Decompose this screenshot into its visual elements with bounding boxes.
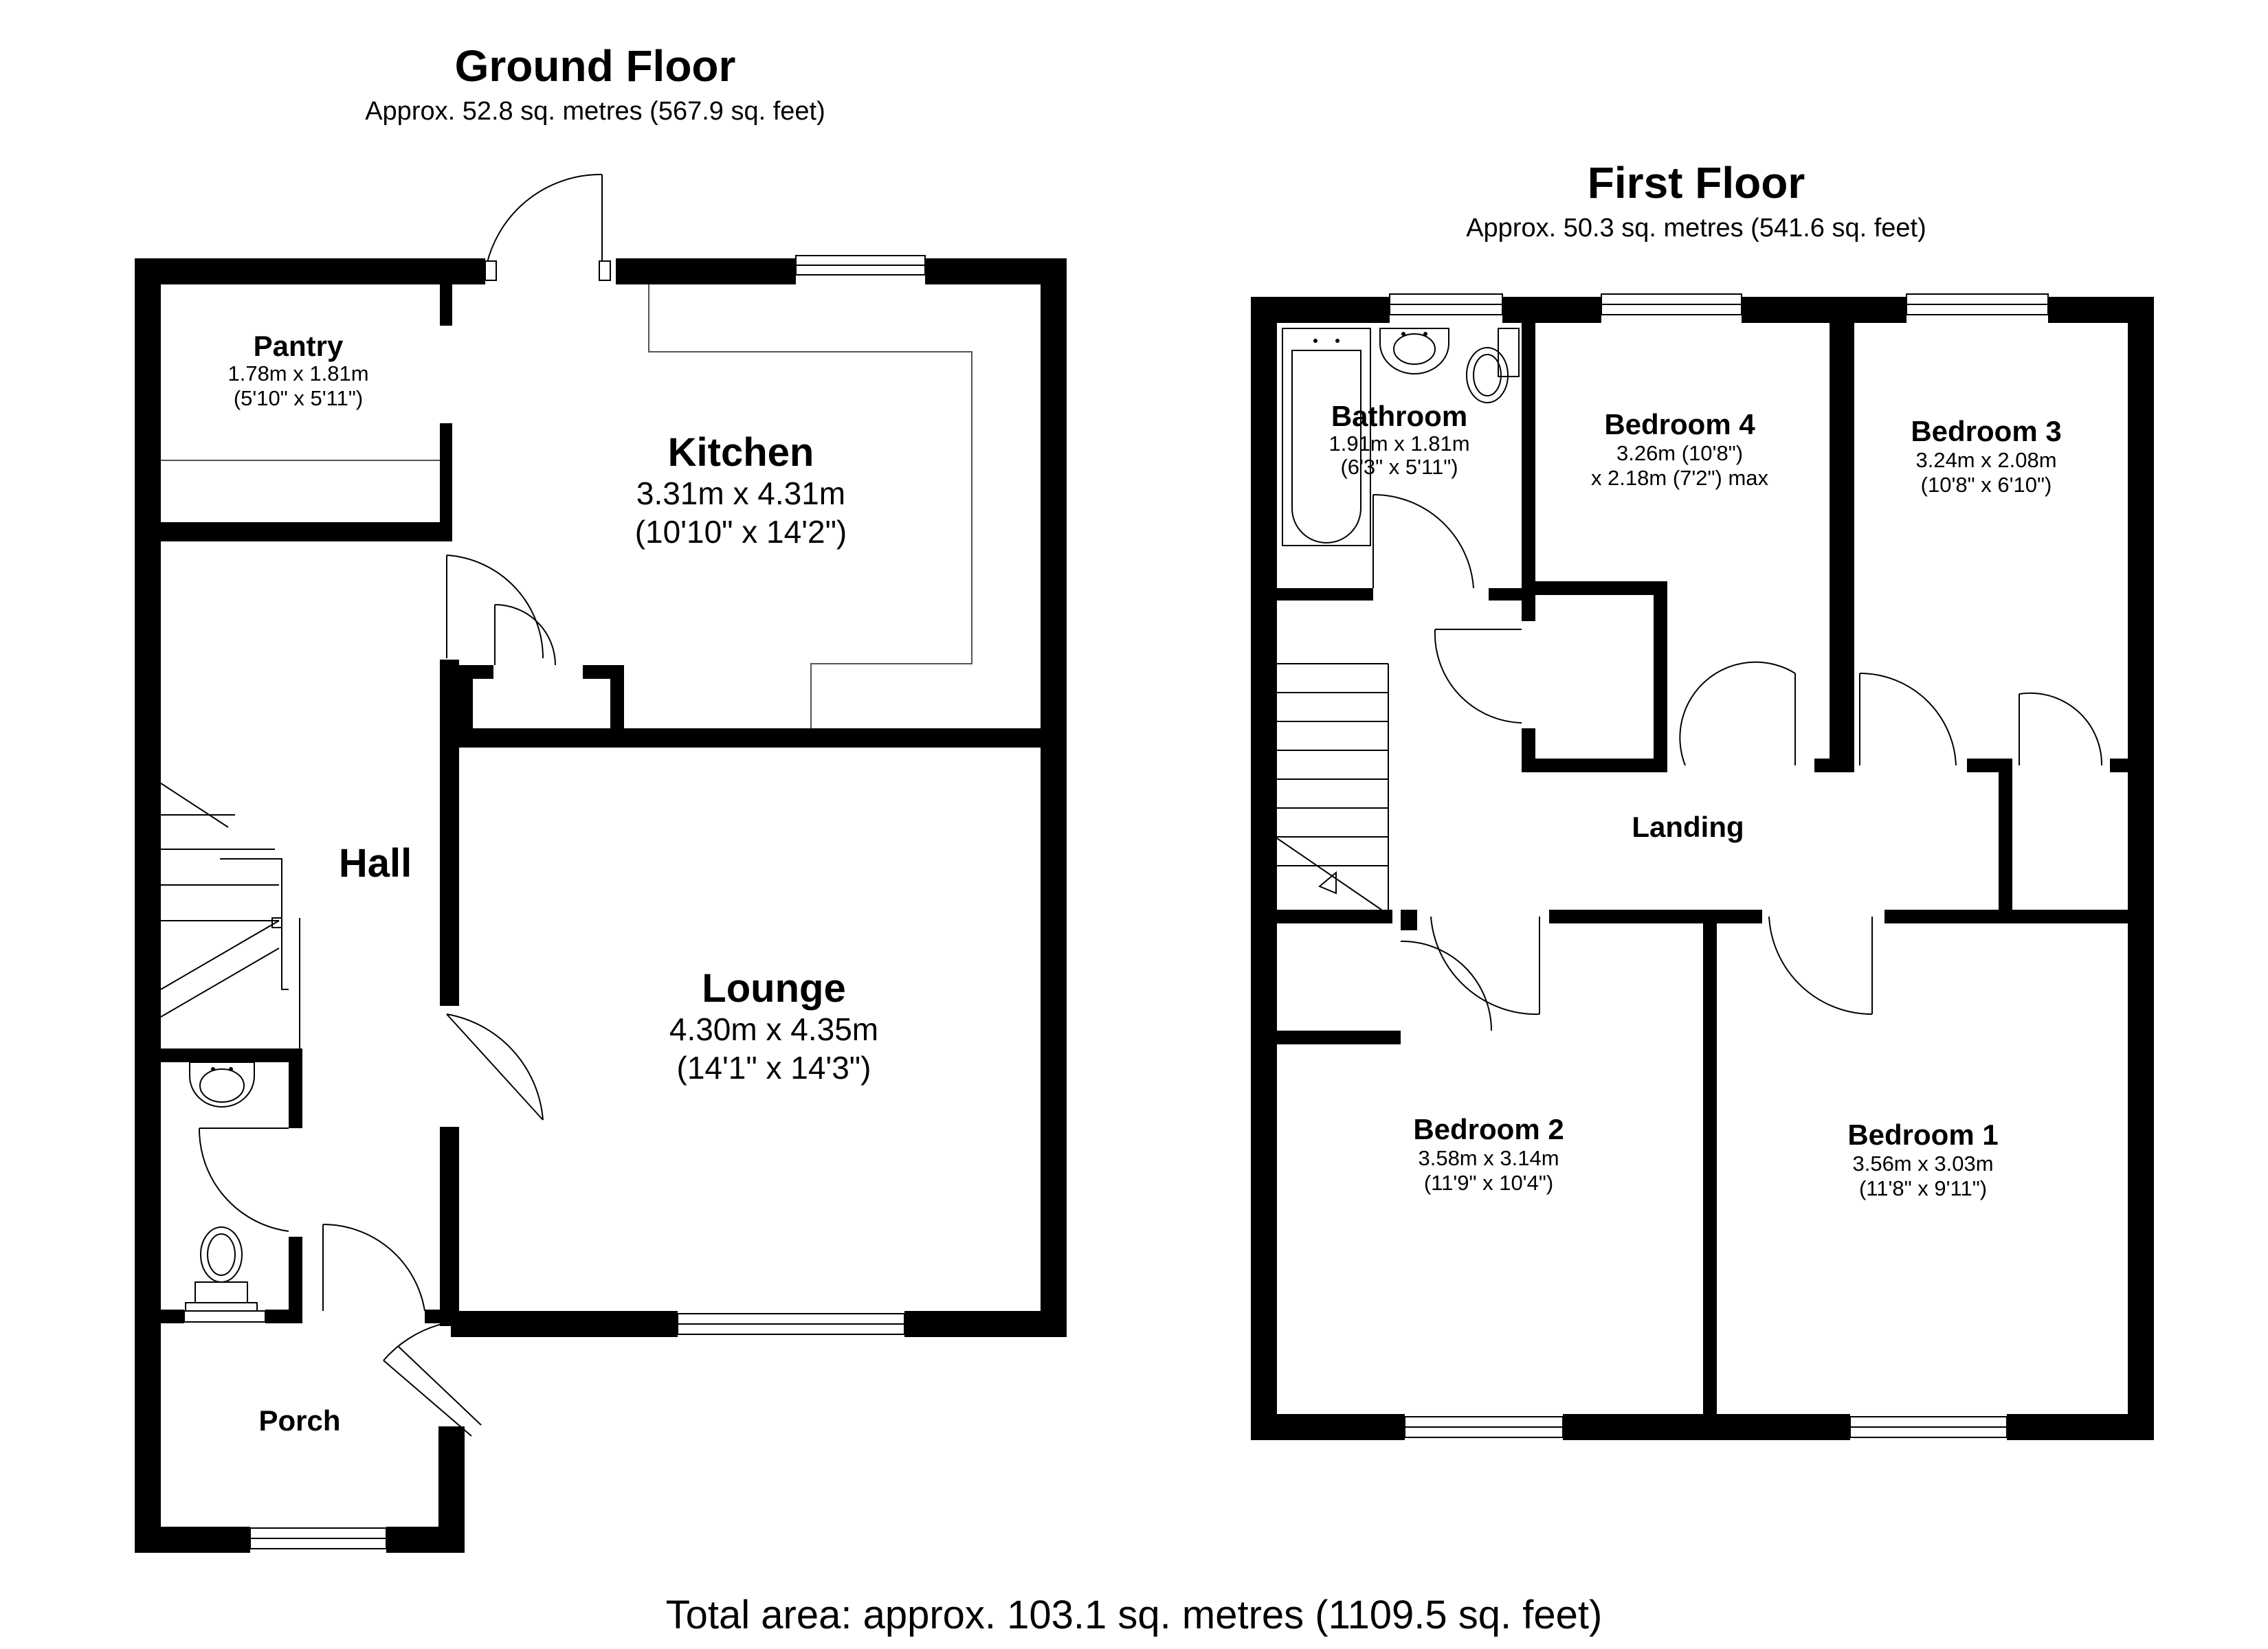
bedroom2-label: Bedroom 2	[1413, 1113, 1564, 1145]
ff-wall-cupboard-left2	[1522, 728, 1535, 772]
bedroom2-dim-m: 3.58m x 3.14m	[1418, 1146, 1559, 1170]
landing-label: Landing	[1632, 811, 1744, 843]
gf-wall-wc-right1	[289, 1048, 302, 1128]
bathroom-label: Bathroom	[1331, 400, 1467, 432]
gf-title: Ground Floor	[455, 41, 736, 91]
ff-wall-bed3-left	[1843, 323, 1854, 772]
gf-wall-top-right	[616, 258, 796, 284]
gf-wall-porch-right	[438, 1426, 465, 1553]
bathroom-dim-m: 1.91m x 1.81m	[1328, 431, 1469, 456]
ff-wall-cupboard-left	[1522, 595, 1535, 621]
ff-wall-top2	[1502, 297, 1601, 323]
gf-wall-hall-right1	[440, 660, 459, 1006]
gf-kitchen-worktop	[648, 284, 972, 728]
ff-wall-bed4-right	[1830, 323, 1843, 772]
gf-wall-bottom-right	[904, 1311, 1067, 1337]
pantry-dim-ft: (5'10" x 5'11")	[234, 386, 363, 410]
lounge-label: Lounge	[702, 966, 845, 1011]
gf-wall-pantry-right-top	[440, 284, 452, 326]
bedroom4-label: Bedroom 4	[1604, 408, 1755, 440]
gf-wall-top-left	[135, 258, 485, 284]
bedroom3-dim-ft: (10'8" x 6'10")	[1921, 473, 2052, 497]
ff-wall-bed4-notch-top	[1522, 581, 1667, 595]
gf-area: Approx. 52.8 sq. metres (567.9 sq. feet)	[365, 97, 825, 126]
kitchen-dim-m: 3.31m x 4.31m	[636, 475, 845, 511]
gf-wc-toilet	[185, 1226, 258, 1312]
lounge-dim-ft: (14'1" x 14'3")	[677, 1050, 871, 1086]
ff-wall-bed4-left	[1522, 323, 1535, 612]
bedroom4-dim-m: 3.26m (10'8")	[1616, 441, 1743, 465]
ff-wall-store-bottom	[1277, 1031, 1401, 1044]
gf-back-door-swing	[485, 173, 603, 273]
ff-wall-left	[1251, 297, 1277, 1440]
ff-wall-landing-bottom1	[1277, 910, 1392, 923]
bedroom1-dim-m: 3.56m x 3.03m	[1852, 1152, 1993, 1176]
bedroom2-dim-ft: (11'9" x 10'4")	[1424, 1171, 1553, 1195]
bedroom4-dim-ft: x 2.18m (7'2") max	[1591, 466, 1769, 490]
gf-wall-pantry-bottom	[161, 522, 445, 541]
ff-wall-bottom1	[1251, 1414, 1405, 1440]
pantry-label: Pantry	[254, 330, 344, 362]
gf-wall-bottom-left	[135, 1527, 250, 1553]
ff-wall-bed-divider	[1703, 910, 1717, 1414]
bedroom1-label: Bedroom 1	[1847, 1119, 1998, 1151]
gf-wall-left	[135, 258, 161, 1551]
gf-wall-pantry-right	[440, 423, 452, 541]
gf-wall-cupboard-right	[610, 665, 624, 734]
bedroom1-dim-ft: (11'8" x 9'11")	[1859, 1176, 1987, 1200]
kitchen-dim-ft: (10'10" x 14'2")	[635, 514, 847, 550]
ff-toilet	[1466, 328, 1520, 403]
ff-wall-top3	[1742, 297, 1906, 323]
ff-stairs	[1276, 663, 1389, 910]
gf-stairs	[160, 783, 300, 1048]
ff-basin	[1379, 328, 1449, 374]
gf-wc-basin	[189, 1062, 255, 1108]
bedroom3-label: Bedroom 3	[1911, 415, 2061, 447]
ff-wall-landing-bottom3	[1885, 910, 2128, 923]
gf-wall-cupboard-left	[459, 665, 473, 728]
gf-wall-right	[1041, 258, 1067, 1337]
ff-bath	[1282, 328, 1371, 546]
gf-wall-porch-top	[425, 1310, 459, 1323]
ff-wall-stair-post	[1401, 910, 1417, 930]
pantry-dim-m: 1.78m x 1.81m	[227, 361, 368, 385]
ff-wall-top1	[1251, 297, 1390, 323]
ff-title: First Floor	[1588, 158, 1805, 207]
ff-wall-bottom3	[2007, 1414, 2154, 1440]
gf-wall-kitchen-bottom	[452, 728, 1041, 748]
lounge-dim-m: 4.30m x 4.35m	[669, 1011, 878, 1047]
ff-wall-bath-bottom	[1277, 588, 1373, 601]
ground-floor-plan: Ground Floor Approx. 52.8 sq. metres (56…	[135, 41, 1067, 1553]
gf-wall-wc-top	[161, 1048, 302, 1062]
hall-label: Hall	[339, 841, 412, 886]
gf-wall-wc-right2	[289, 1237, 302, 1316]
ff-wall-bed3-bottom2	[2110, 759, 2128, 772]
ff-wall-bottom2	[1563, 1414, 1850, 1440]
gf-wall-wc-bottom	[161, 1310, 184, 1323]
gf-wc-window	[184, 1310, 266, 1323]
ff-area: Approx. 50.3 sq. metres (541.6 sq. feet)	[1466, 214, 1926, 243]
gf-wall-wc-bottom2	[265, 1310, 302, 1323]
ff-wall-airing-left	[1999, 759, 2012, 921]
gf-wall-hall-right2	[440, 1127, 459, 1326]
first-floor-plan: First Floor Approx. 50.3 sq. metres (541…	[1251, 158, 2154, 1440]
porch-label: Porch	[258, 1404, 340, 1437]
bedroom3-dim-m: 3.24m x 2.08m	[1915, 448, 2056, 472]
kitchen-label: Kitchen	[668, 430, 814, 475]
ff-wall-cupboard-bottom	[1522, 759, 1667, 772]
total-area: Total area: approx. 103.1 sq. metres (11…	[666, 1593, 1603, 1637]
ff-wall-landing-bottom2	[1549, 910, 1762, 923]
gf-wall-cupboard-top1	[459, 665, 493, 679]
ff-wall-right	[2128, 297, 2154, 1440]
ff-wall-bed4-notch-right	[1654, 581, 1667, 772]
bathroom-dim-ft: (6'3" x 5'11")	[1340, 455, 1458, 479]
